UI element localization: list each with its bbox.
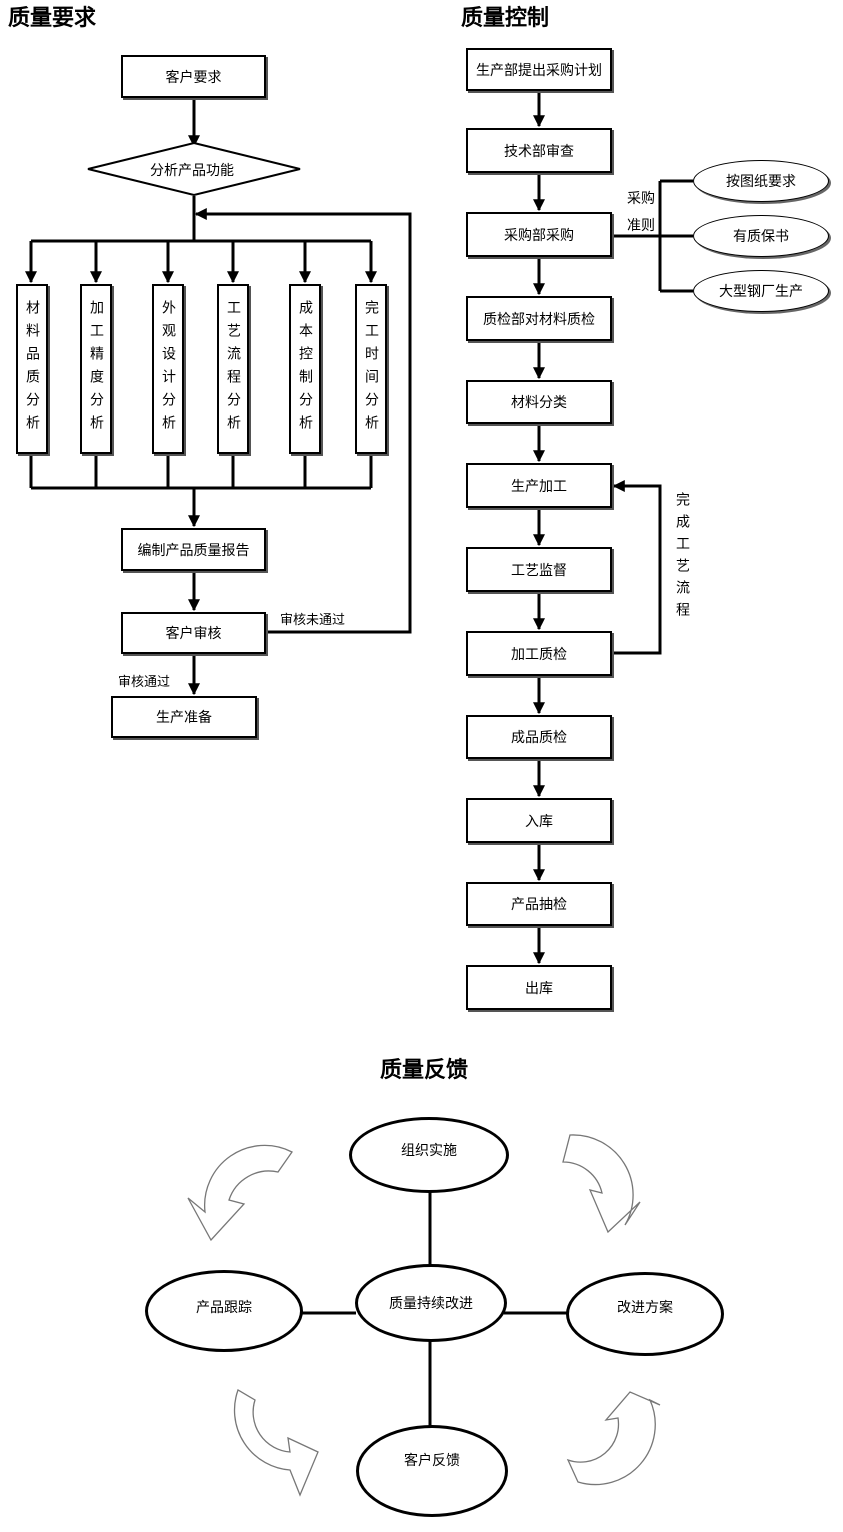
analysis-precision-box: 加工精度分析: [80, 284, 112, 454]
cycle-arrow-bottom-right: [566, 1391, 661, 1486]
analyze-function-diamond: 分析产品功能: [150, 163, 234, 179]
cycle-arrow-bottom-left: [233, 1389, 319, 1497]
loop-label: 完成工艺流程: [674, 492, 690, 624]
control-step-production: 生产加工: [466, 463, 612, 508]
production-prep-box: 生产准备: [111, 696, 257, 738]
control-step-outbound: 出库: [466, 965, 612, 1010]
control-step-processing-qc: 加工质检: [466, 631, 612, 676]
feedback-right-ellipse: 改进方案: [566, 1272, 724, 1356]
analysis-cost-box: 成本控制分析: [289, 284, 321, 454]
feedback-center-ellipse: 质量持续改进: [355, 1264, 507, 1342]
control-step-material-sort: 材料分类: [466, 380, 612, 424]
control-step-process-supervision: 工艺监督: [466, 547, 612, 592]
criteria-drawing: 按图纸要求: [693, 160, 829, 202]
feedback-left-ellipse: 产品跟踪: [145, 1270, 303, 1352]
review-passed-label: 审核通过: [118, 675, 171, 690]
control-step-finished-qc: 成品质检: [466, 715, 612, 759]
control-step-tech-review: 技术部审查: [466, 128, 612, 173]
criteria-warranty: 有质保书: [693, 215, 829, 257]
feedback-bottom-ellipse: 客户反馈: [356, 1425, 508, 1517]
cycle-arrow-top-left: [187, 1144, 293, 1242]
feedback-top-ellipse: 组织实施: [349, 1117, 509, 1193]
analysis-material-box: 材料品质分析: [16, 284, 48, 454]
requirements-title: 质量要求: [8, 5, 97, 31]
analysis-appearance-box: 外观设计分析: [152, 284, 184, 454]
customer-request-box: 客户要求: [121, 55, 266, 98]
control-step-material-qc: 质检部对材料质检: [466, 296, 612, 341]
cycle-arrow-top-right: [562, 1134, 641, 1234]
control-step-procurement: 采购部采购: [466, 212, 612, 257]
control-step-purchase-plan: 生产部提出采购计划: [466, 48, 612, 91]
criteria-label: 采购准则: [627, 191, 655, 234]
feedback-title: 质量反馈: [380, 1057, 469, 1083]
analysis-time-box: 完工时间分析: [355, 284, 387, 454]
review-failed-label: 审核未通过: [280, 613, 346, 628]
criteria-steel-mill: 大型钢厂生产: [693, 270, 829, 312]
analysis-process-box: 工艺流程分析: [217, 284, 249, 454]
control-step-sampling: 产品抽检: [466, 882, 612, 926]
customer-review-box: 客户审核: [121, 612, 266, 654]
control-title: 质量控制: [461, 5, 550, 31]
control-step-warehousing: 入库: [466, 798, 612, 843]
compile-report-box: 编制产品质量报告: [121, 528, 266, 571]
